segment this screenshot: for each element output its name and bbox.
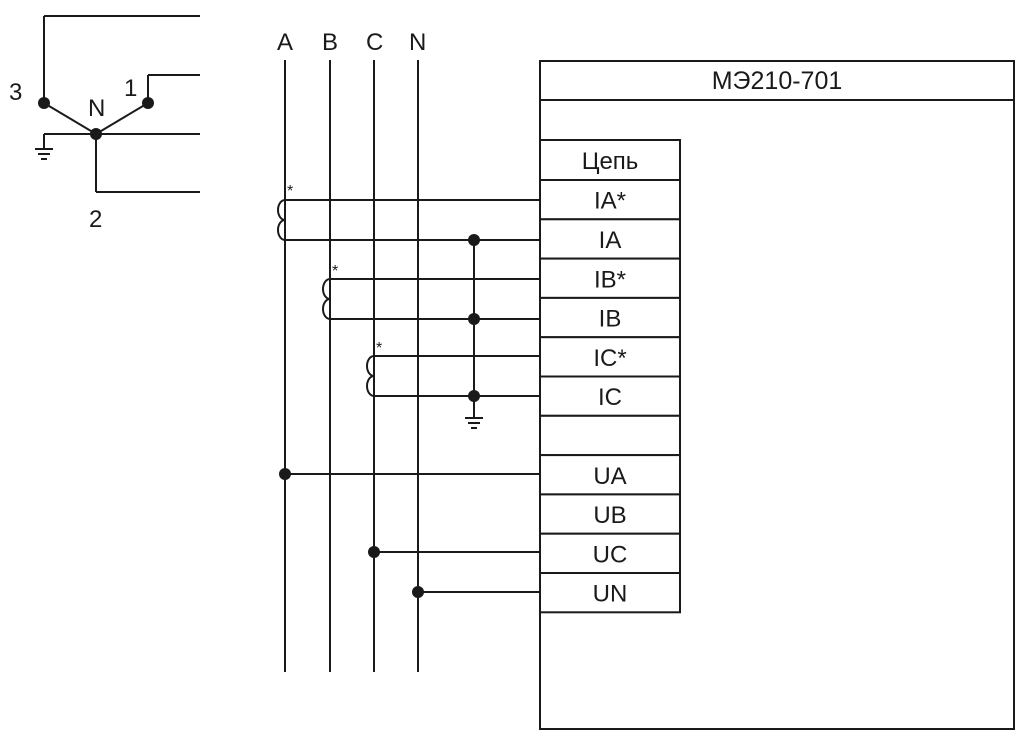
- terminal-label: IB*: [594, 266, 626, 293]
- ct-a-coil: [277, 199, 286, 241]
- ct-a-polarity-mark: *: [287, 183, 293, 200]
- terminal-table-header: Цепь: [582, 148, 639, 175]
- ct-c-coil: [366, 355, 375, 397]
- terminal-cell: [539, 257, 681, 299]
- terminal-row-ib-star: IB*: [539, 257, 681, 299]
- transformer-terminal-3-label: 3: [9, 79, 22, 106]
- terminal-cell: [539, 296, 681, 339]
- terminal-cell: [539, 532, 681, 575]
- ct-c-polarity-mark: *: [376, 340, 382, 357]
- tap-uc-junction: [368, 546, 380, 558]
- bus-a-label: A: [277, 29, 293, 56]
- transformer-ground-icon: [35, 134, 53, 160]
- terminal-cell: [539, 218, 681, 260]
- terminal-label: IA*: [594, 188, 626, 215]
- junction-dot: [468, 390, 480, 402]
- terminal-table-header-cell: [539, 139, 681, 181]
- transformer-neutral-label: N: [88, 95, 105, 122]
- terminal-row-empty: [539, 414, 681, 457]
- junction-dot: [468, 234, 480, 246]
- bus-b-label: B: [322, 29, 338, 56]
- terminal-row-uc: UC: [539, 532, 681, 575]
- bus-c-label: C: [366, 29, 383, 56]
- terminal-label: IB: [599, 306, 622, 333]
- terminal-label: IC*: [593, 345, 626, 372]
- phase-buses: A B C N: [277, 29, 426, 672]
- ct-b-coil: [322, 278, 331, 320]
- transformer-winding-1: [95, 102, 149, 135]
- junction-dot: [468, 313, 480, 325]
- tap-ua-junction: [279, 468, 291, 480]
- transformer-star: 3 1 N 2: [9, 15, 200, 233]
- terminal-row-ua: UA: [539, 454, 681, 496]
- terminal-cell: [539, 493, 681, 535]
- terminal-label: IA: [599, 227, 622, 254]
- terminal-cell: [539, 572, 681, 614]
- terminal-cell: [539, 414, 681, 457]
- terminal-row-ia: IA: [539, 218, 681, 260]
- terminal-cell: [539, 179, 681, 221]
- terminal-cell: [539, 375, 681, 417]
- terminal-row-un: UN: [539, 572, 681, 614]
- ct-ground-icon: [465, 417, 483, 429]
- ct-common-return: [465, 234, 483, 429]
- terminal-cell: [539, 336, 681, 378]
- device-block: МЭ210-701 Цепь IA* IA IB* IB IC* IC UA UB UC UN: [539, 60, 1015, 730]
- transformer-node-neutral: [90, 128, 102, 140]
- terminal-cell: [539, 454, 681, 496]
- voltage-taps: [279, 468, 540, 598]
- terminal-row-ib: IB: [539, 296, 681, 339]
- terminal-row-ub: UB: [539, 493, 681, 535]
- terminal-label: UA: [593, 463, 626, 490]
- terminal-table: Цепь IA* IA IB* IB IC* IC UA UB UC UN: [539, 139, 681, 614]
- bus-n-label: N: [409, 29, 426, 56]
- ct-b-polarity-mark: *: [332, 263, 338, 280]
- terminal-label: UB: [593, 502, 626, 529]
- transformer-node-1: [142, 97, 154, 109]
- transformer-winding-3: [43, 102, 97, 135]
- terminal-label: IC: [598, 384, 622, 411]
- transformer-terminal-2-label: 2: [89, 206, 102, 233]
- terminal-label: UC: [593, 541, 628, 568]
- current-transformer-c: *: [366, 340, 540, 397]
- current-transformer-b: *: [322, 263, 540, 320]
- terminal-row-ic-star: IC*: [539, 336, 681, 378]
- current-transformer-a: *: [277, 183, 540, 241]
- tap-un-junction: [412, 586, 424, 598]
- transformer-node-3: [38, 97, 50, 109]
- terminal-row-ia-star: IA*: [539, 179, 681, 221]
- device-title: МЭ210-701: [712, 67, 843, 95]
- transformer-terminal-1-label: 1: [124, 75, 137, 102]
- terminal-row-ic: IC: [539, 375, 681, 417]
- terminal-label: UN: [593, 581, 628, 608]
